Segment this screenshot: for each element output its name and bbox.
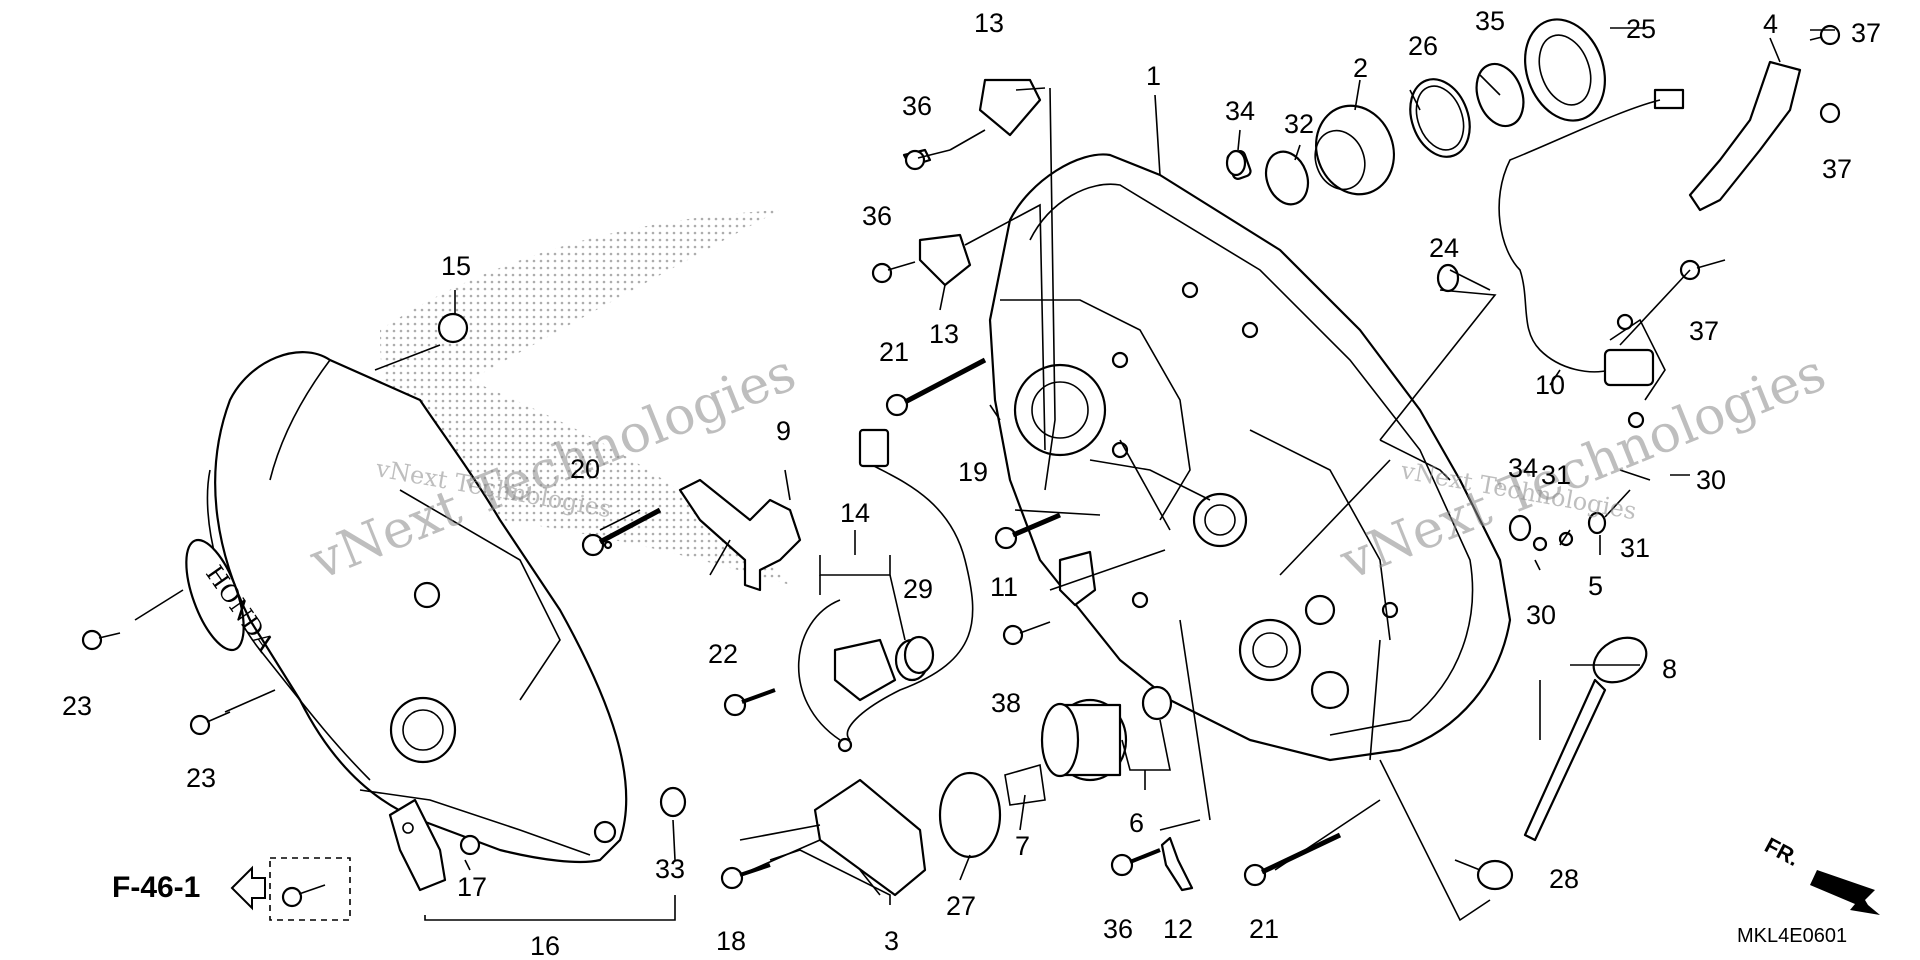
callout: 37 (1851, 18, 1881, 48)
oil-filter (1004, 685, 1173, 806)
callout: 15 (441, 251, 471, 281)
callout: 35 (1475, 6, 1505, 36)
oil-filler-assembly-top (1226, 18, 1606, 206)
callout: 30 (1696, 465, 1726, 495)
callout: 9 (776, 416, 791, 446)
wire-guide-lower (918, 233, 972, 287)
callout: 23 (62, 691, 92, 721)
callout: 21 (879, 337, 909, 367)
left-crankcase-cover (185, 351, 628, 864)
callout: 28 (1549, 864, 1579, 894)
callout: 26 (1408, 31, 1438, 61)
o-ring-28 (1476, 859, 1514, 891)
callout: 38 (991, 688, 1021, 718)
leader-lines (134, 27, 1835, 922)
collar-5 (1587, 511, 1607, 535)
callout: 31 (1620, 533, 1650, 563)
callout: 36 (1103, 914, 1133, 944)
breather-plate (1058, 550, 1097, 607)
callout: 6 (1129, 808, 1144, 838)
bolt-17 (459, 834, 481, 856)
filter-cover (813, 778, 927, 897)
pulse-generator-wire (797, 428, 974, 753)
callout: 34 (1225, 96, 1255, 126)
dowel-34-upper (1225, 149, 1247, 177)
callout: 29 (903, 574, 933, 604)
callout: 10 (1535, 370, 1565, 400)
callout: 21 (1249, 914, 1279, 944)
callout: 23 (186, 763, 216, 793)
callout: 19 (958, 457, 988, 487)
callout: 20 (570, 454, 600, 484)
callout: 17 (457, 872, 487, 902)
callout: 34 (1508, 453, 1538, 483)
diagram-code: MKL4E0601 (1737, 925, 1847, 947)
callout: 24 (1429, 233, 1459, 263)
bolts (81, 24, 1841, 908)
callout: 1 (1146, 61, 1161, 91)
grommet-15 (437, 312, 469, 344)
callout: 30 (1526, 600, 1556, 630)
callout: 37 (1689, 316, 1719, 346)
callout: 22 (708, 639, 738, 669)
callout: 25 (1626, 14, 1656, 44)
callout: 37 (1822, 154, 1852, 184)
callout: 11 (990, 572, 1018, 602)
reference-label: F-46-1 (112, 871, 200, 904)
o-ring-29 (903, 635, 935, 675)
reference-arrow-icon (230, 865, 266, 911)
callout: 4 (1763, 9, 1778, 39)
washer-30 (1532, 536, 1548, 552)
callout: 3 (884, 926, 899, 956)
oil-dipstick (1523, 636, 1648, 842)
callout: 5 (1588, 571, 1603, 601)
callout: 13 (974, 8, 1004, 38)
front-arrow-icon (1810, 870, 1880, 915)
gear-position-sensor (1498, 88, 1685, 429)
wire-guide-upper (978, 78, 1042, 137)
callout: 31 (1541, 460, 1571, 490)
callout: 14 (840, 498, 870, 528)
callout: 12 (1163, 914, 1193, 944)
right-crankcase-cover (988, 153, 1512, 762)
washer-24 (1436, 263, 1460, 293)
reference-box (269, 857, 351, 921)
collar-33 (659, 786, 687, 818)
o-ring-27 (938, 771, 1002, 859)
sensor-bracket (1688, 60, 1802, 212)
callout: 33 (655, 854, 685, 884)
dowel-34-right (1508, 514, 1532, 542)
front-arrow-label: FR. (1761, 832, 1804, 871)
callout: 27 (946, 891, 976, 921)
clip-12 (1160, 836, 1194, 892)
cable-clamp (678, 478, 802, 592)
callout: 36 (902, 91, 932, 121)
callout: 18 (716, 926, 746, 956)
cover-bracket (388, 798, 447, 892)
callout: 7 (1015, 831, 1030, 861)
callout-labels: 1 2 3 4 5 6 7 8 9 10 11 12 13 13 14 15 1… (62, 6, 1881, 960)
callout: 16 (530, 931, 560, 960)
callout: 32 (1284, 109, 1314, 139)
callout: 36 (862, 201, 892, 231)
callout: 2 (1353, 53, 1368, 83)
callout: 13 (929, 319, 959, 349)
washer-31 (1558, 531, 1574, 547)
callout: 8 (1662, 654, 1677, 684)
